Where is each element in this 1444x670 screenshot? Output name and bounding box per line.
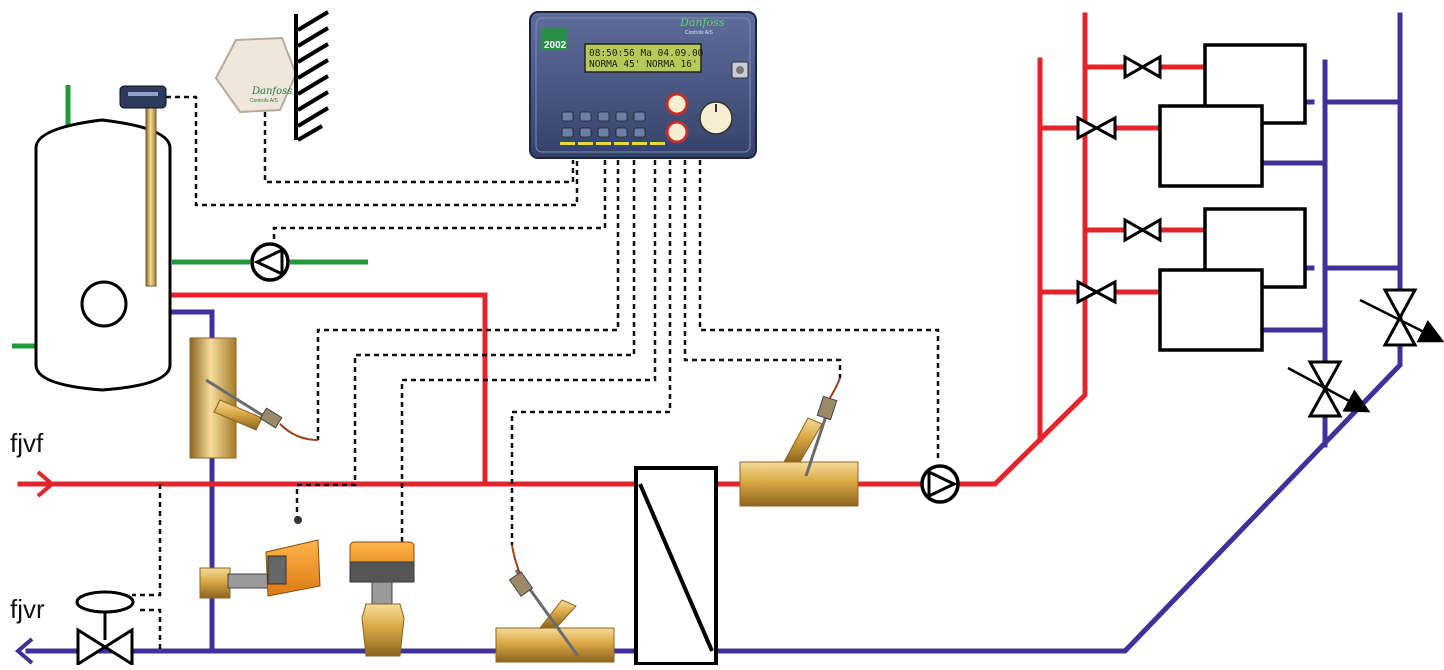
riser-balancing-valves (1287, 288, 1444, 418)
hot-water-tank (34, 118, 172, 392)
controller-display (584, 43, 702, 73)
controller-knob-lower (665, 120, 689, 144)
controller-knob-upper (665, 92, 689, 116)
signal-wiring (132, 95, 940, 651)
controller-display-line1: 08:50:56 Ma 04.09.00 (589, 48, 704, 59)
radiator-4 (1158, 268, 1264, 352)
tank-coil-icon (80, 280, 128, 328)
valve-icon (1076, 279, 1117, 305)
supply-label: fjvf (10, 428, 44, 458)
return-outlet-arrow-icon (14, 637, 34, 665)
heating-motorized-valve (349, 541, 415, 657)
outdoor-sensor: Danfoss Controls A/S (214, 36, 298, 114)
radiator-2 (1158, 104, 1264, 188)
heating-circulation-pump-icon (920, 464, 960, 504)
controller-brand: Danfoss (679, 16, 725, 29)
controller-buttons (561, 111, 646, 138)
radiator-valves (1076, 54, 1162, 305)
supply-flow-tee-sensor (739, 377, 859, 507)
radiators (1158, 43, 1307, 352)
controller-display-line2: NORMA 45' NORMA 16' (589, 59, 698, 70)
controller-model: 2002 (544, 40, 567, 51)
valve-icon (1123, 54, 1162, 80)
return-flow-tee-sensor (495, 544, 615, 663)
valve-icon (1076, 115, 1117, 141)
tank-supply-tee-sensor (189, 337, 319, 459)
outdoor-sensor-brand-sub: Controls A/S (250, 98, 278, 104)
valve-icon (1123, 217, 1162, 243)
heat-exchanger-icon (634, 466, 718, 666)
dhw-motorized-valve (199, 516, 321, 599)
return-label: fjvr (10, 594, 45, 624)
controller-unit: 2002 Danfoss Controls A/S 08:50:56 Ma 04… (529, 11, 757, 159)
tank-temperature-sensor (119, 85, 167, 287)
supply-inlet-arrow-icon (36, 470, 56, 498)
dhw-circulation-pump-icon (250, 242, 290, 282)
differential-pressure-valve-icon (75, 590, 135, 667)
controller-mode-dial (699, 101, 733, 135)
controller-brand-sub: Controls A/S (685, 30, 713, 36)
controller-indicators (560, 142, 665, 145)
valve-icon (1382, 288, 1418, 347)
wall-icon (294, 10, 330, 142)
outdoor-sensor-brand: Danfoss (251, 86, 292, 97)
